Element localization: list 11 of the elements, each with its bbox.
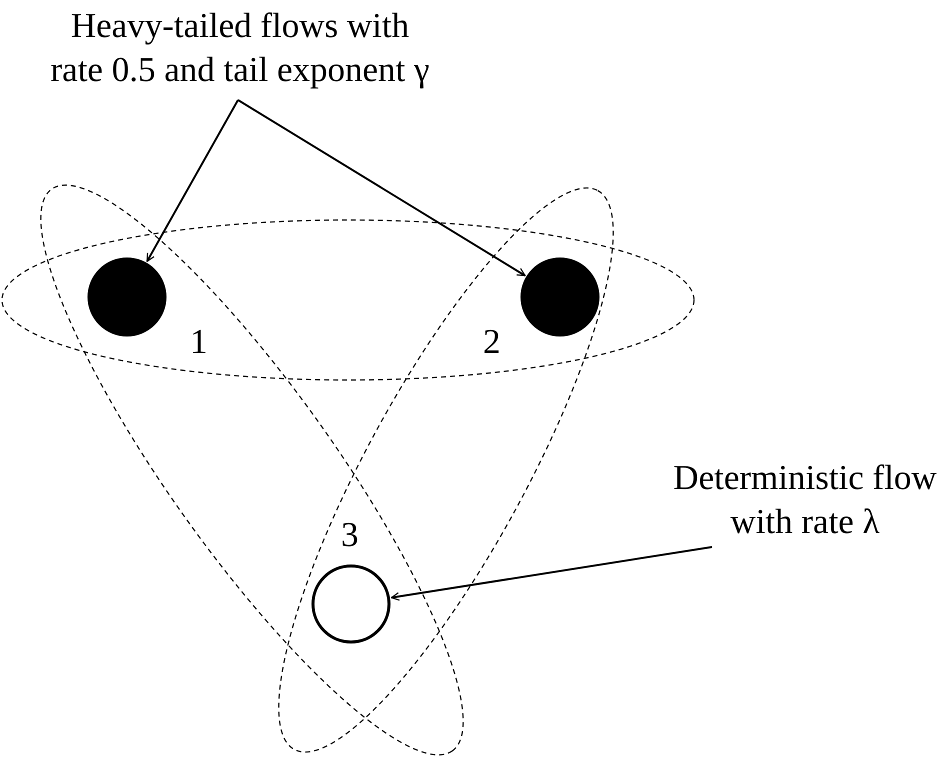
arrow [390, 546, 712, 601]
arrow [237, 99, 526, 276]
open-node [312, 564, 390, 644]
node-number: 3 [341, 515, 358, 555]
filled-node [88, 258, 166, 336]
annotation-text: Deterministic flow with rate λ [672, 457, 938, 543]
node-number: 2 [483, 322, 500, 362]
arrow [146, 100, 239, 262]
filled-node [520, 258, 600, 336]
annotation-text: Heavy-tailed flows with rate 0.5 and tail exponent γ [50, 5, 430, 91]
node-number: 1 [190, 322, 208, 362]
